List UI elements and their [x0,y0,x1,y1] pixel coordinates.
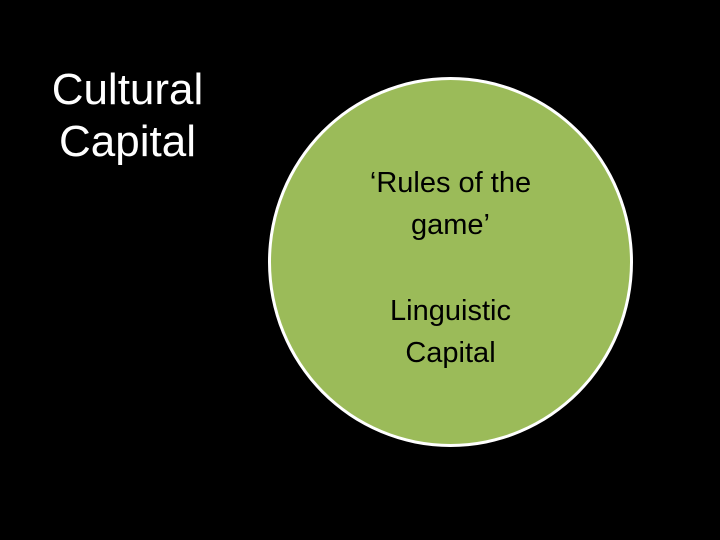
rules-line-1: ‘Rules of the [369,167,532,199]
title-line-2: Capital [59,117,196,166]
linguistic-line-2: Capital [405,337,496,369]
slide-title: Cultural Capital [20,64,235,168]
title-line-1: Cultural [51,65,204,114]
linguistic-line-1: Linguistic [390,295,511,327]
linguistic-capital-text: Linguistic Capital [271,290,630,374]
rules-line-2: game’ [411,209,490,241]
green-circle: ‘Rules of the game’ Linguistic Capital [268,77,633,447]
rules-of-the-game-text: ‘Rules of the game’ [271,162,630,246]
